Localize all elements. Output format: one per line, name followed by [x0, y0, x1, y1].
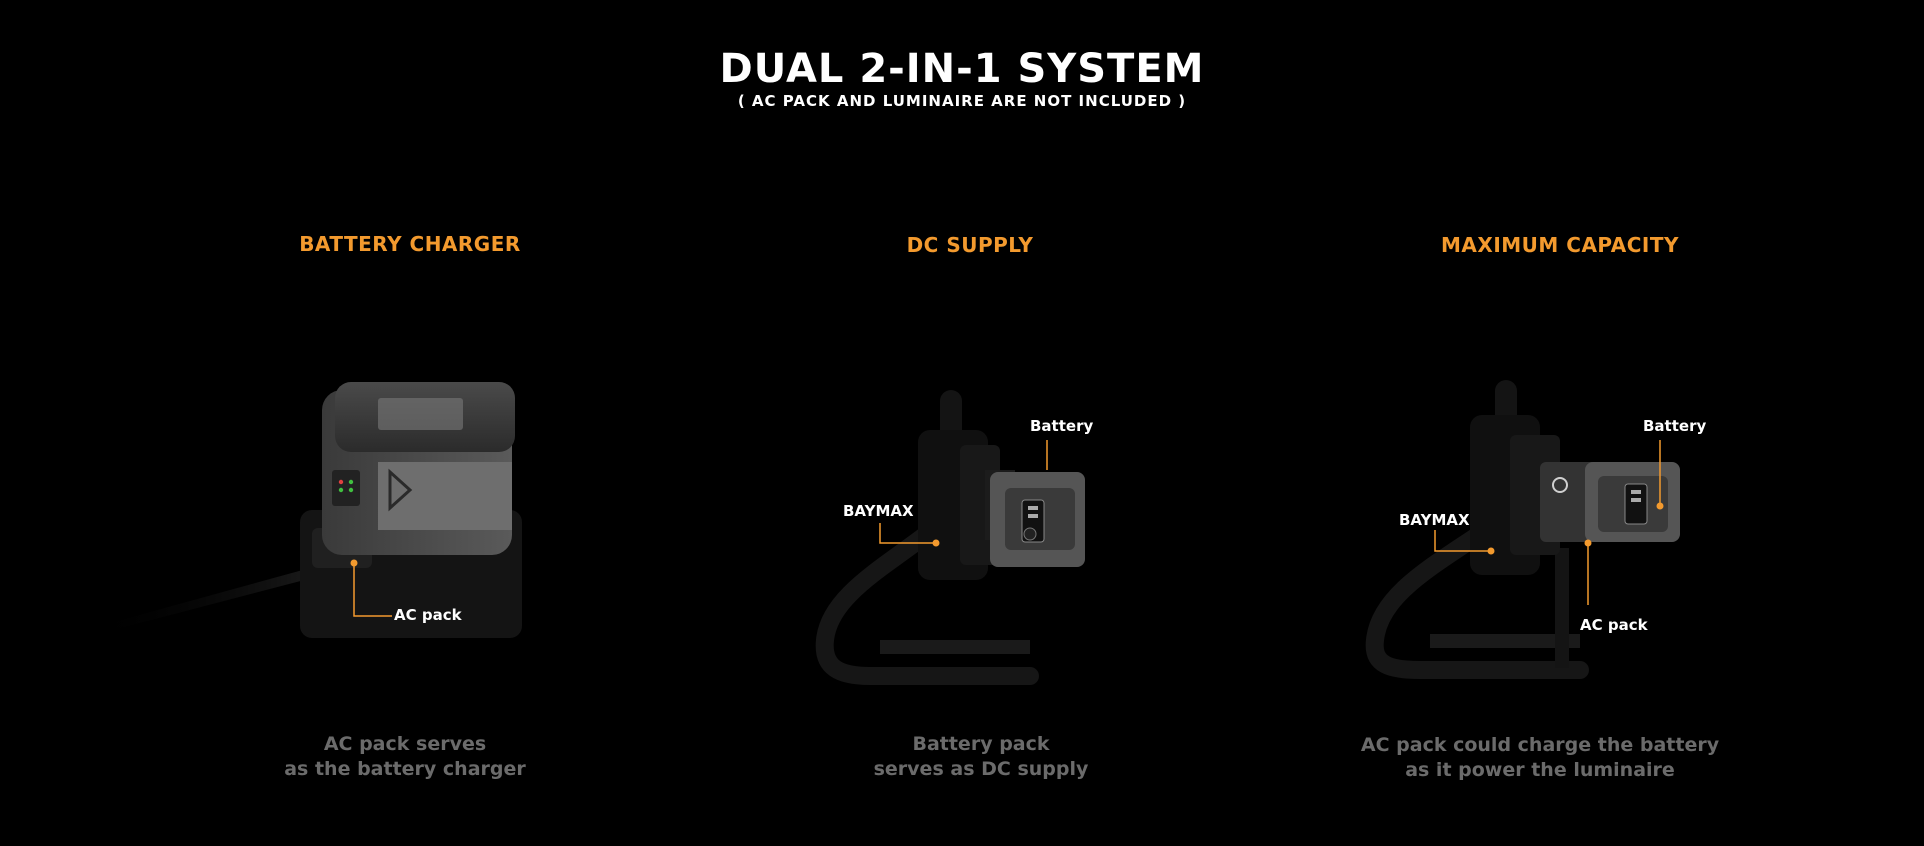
panel-title-battery-charger: BATTERY CHARGER: [299, 232, 521, 256]
ac-pack-callout-line-1: [350, 559, 392, 617]
max-baymax-callout-line: [1434, 530, 1495, 555]
panel-title-maximum-capacity: MAXIMUM CAPACITY: [1441, 233, 1679, 257]
max-battery-callout-line: [1656, 440, 1664, 510]
caption-line: Battery pack: [912, 733, 1050, 755]
callout-baymax-2: BAYMAX: [843, 502, 914, 520]
dc-baymax-callout-line: [879, 523, 940, 547]
battery-charger-illustration: [85, 382, 522, 638]
callout-battery-2: Battery: [1030, 417, 1094, 435]
callout-baymax-3: BAYMAX: [1399, 511, 1470, 529]
caption-line: as it power the luminaire: [1405, 759, 1675, 781]
callout-ac-pack-3: AC pack: [1580, 616, 1648, 634]
page-title: DUAL 2-IN-1 SYSTEM: [719, 46, 1205, 92]
caption-line: AC pack could charge the battery: [1360, 734, 1720, 756]
maximum-capacity-illustration: [1365, 380, 1680, 679]
page-subtitle: ( AC PACK AND LUMINAIRE ARE NOT INCLUDED…: [737, 92, 1187, 110]
caption-battery-charger: AC pack serves as the battery charger: [230, 732, 580, 782]
dc-supply-illustration: [815, 390, 1085, 685]
caption-dc-supply: Battery pack serves as DC supply: [806, 732, 1156, 782]
caption-line: AC pack serves: [323, 733, 487, 755]
caption-maximum-capacity: AC pack could charge the battery as it p…: [1330, 733, 1750, 783]
panel-title-dc-supply: DC SUPPLY: [906, 233, 1034, 257]
callout-ac-pack-1: AC pack: [394, 606, 462, 624]
max-ac-pack-callout-line: [1584, 539, 1592, 605]
caption-line: as the battery charger: [284, 758, 526, 780]
callout-battery-3: Battery: [1643, 417, 1707, 435]
caption-line: serves as DC supply: [873, 758, 1089, 780]
